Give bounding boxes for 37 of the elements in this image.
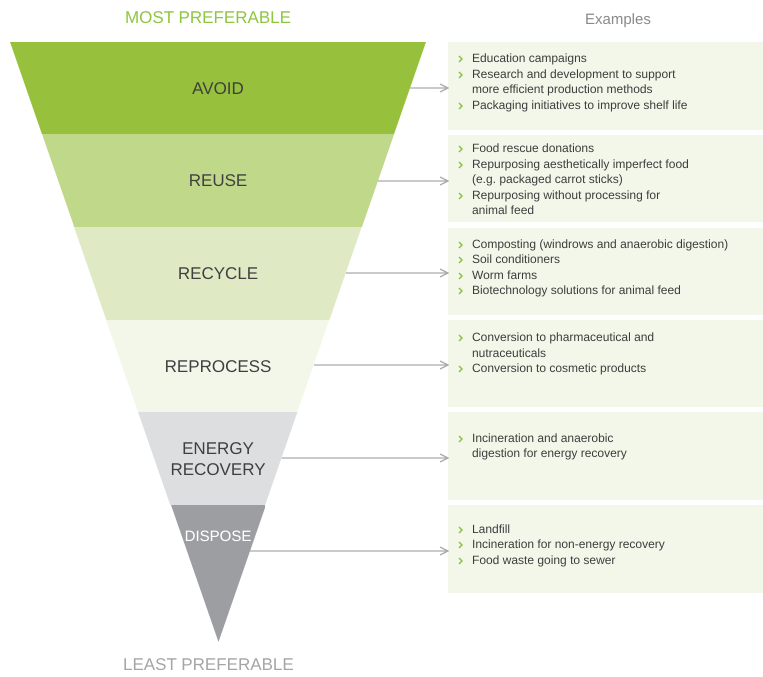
- arrow: [346, 268, 449, 278]
- example-text: Biotechnology solutions for animal feed: [472, 283, 681, 298]
- example-text: Worm farms: [472, 268, 538, 283]
- arrow: [250, 546, 449, 556]
- level-label: ENERGY RECOVERY: [169, 438, 267, 480]
- example-text: Composting (windrows and anaerobic digestion): [472, 236, 728, 252]
- arrow: [314, 360, 449, 370]
- arrow: [410, 83, 449, 93]
- level-label: AVOID: [191, 78, 245, 98]
- examples-panel: [448, 320, 763, 407]
- column-heading: Examples: [585, 11, 651, 28]
- example-text: Packaging initiatives to improve shelf life: [472, 98, 688, 113]
- example-text: Repurposing without processing for animal feed: [472, 188, 662, 218]
- examples-panel: [448, 505, 763, 593]
- examples-panel: [448, 42, 763, 130]
- example-text: Research and development to support more efficient production methods: [472, 66, 676, 98]
- arrow: [378, 176, 449, 186]
- examples-panel: [448, 228, 763, 315]
- example-text: Conversion to cosmetic products: [472, 361, 646, 377]
- example-text: Incineration and anaerobic digestion for energy recovery: [472, 430, 628, 462]
- level-label: REUSE: [188, 170, 248, 191]
- example-text: Food waste going to sewer: [472, 552, 616, 568]
- scale-label: LEAST PREFERABLE: [123, 655, 294, 675]
- example-text: Conversion to pharmaceutical and nutraceuticals: [472, 330, 656, 362]
- level-label: REPROCESS: [164, 356, 272, 376]
- example-text: Landfill: [472, 522, 510, 538]
- examples-panel: [448, 412, 763, 500]
- examples-panel: [448, 135, 763, 222]
- arrow: [282, 453, 449, 463]
- example-text: Soil conditioners: [472, 252, 560, 268]
- level-label: DISPOSE: [184, 526, 252, 547]
- example-text: Repurposing aesthetically imperfect food (e.g. packaged carrot sticks): [472, 156, 690, 188]
- scale-label: MOST PREFERABLE: [125, 8, 291, 28]
- example-text: Food rescue donations: [472, 141, 594, 156]
- level-label: RECYCLE: [176, 263, 260, 284]
- example-text: Incineration for non-energy recovery: [472, 537, 665, 553]
- example-text: Education campaigns: [472, 51, 587, 66]
